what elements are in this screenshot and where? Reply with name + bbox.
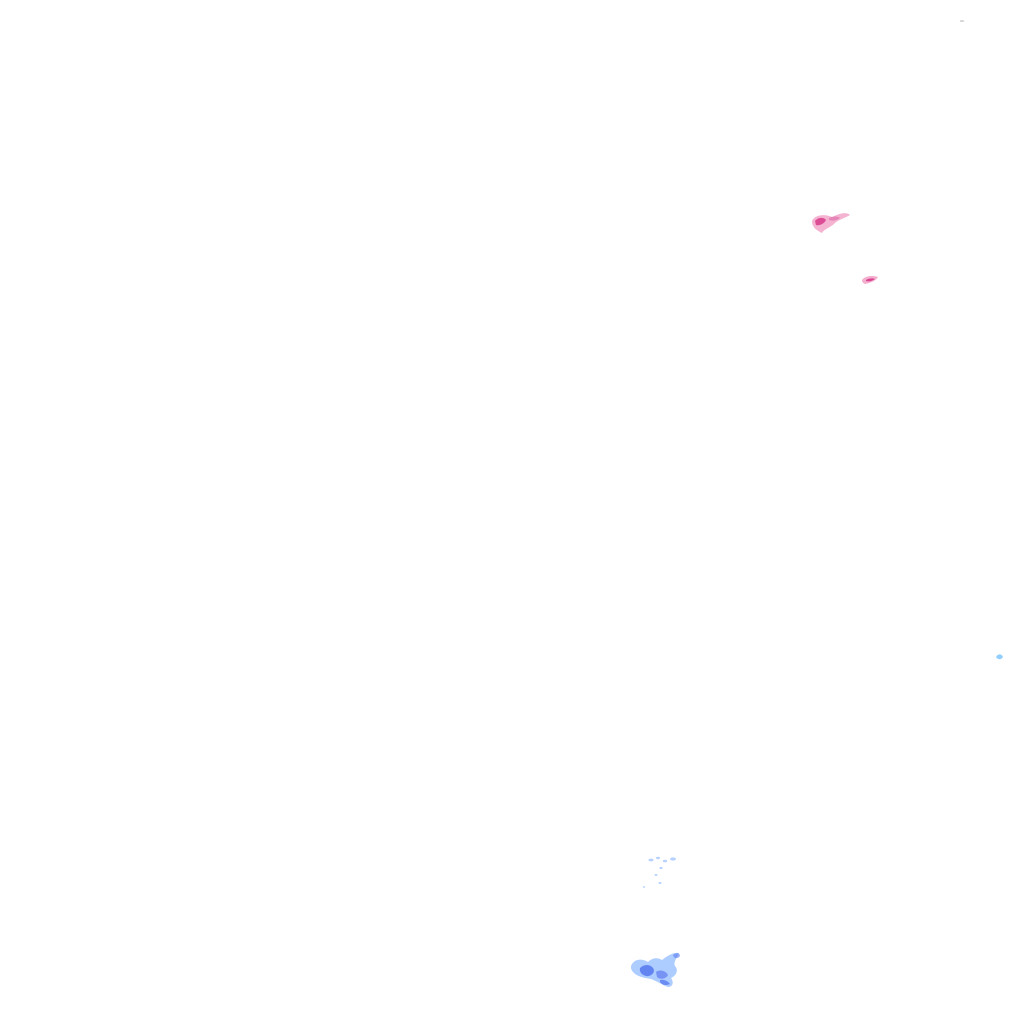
echo-speck-right-edge [996,654,1003,660]
echo-cluster-blue-bottom [630,952,680,987]
echo-cluster-magenta-2 [862,276,878,284]
echo-cluster-magenta-1 [812,213,850,233]
echo-speck-top-right [959,20,965,22]
echo-scatter-blue-light [642,856,676,888]
